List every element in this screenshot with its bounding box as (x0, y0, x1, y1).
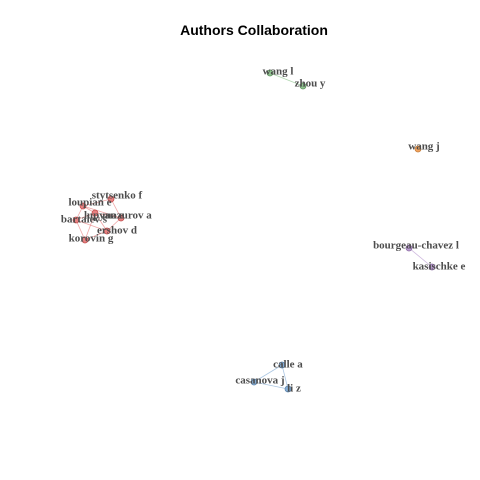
node-wang-j[interactable] (414, 145, 422, 153)
node-calle-a[interactable] (278, 361, 286, 369)
edge-loupian-e-mazurov-a (82, 205, 122, 219)
edge-stytsenko-f-mazurov-a (110, 198, 122, 219)
edge-bartalev-s-ershov-d (75, 219, 108, 232)
node-lupyan-e[interactable] (91, 209, 99, 217)
edge-stytsenko-f-loupian-e (82, 198, 112, 207)
node-mazurov-a[interactable] (117, 214, 125, 222)
node-bartalev-s[interactable] (72, 216, 80, 224)
edge-lupyan-e-bartalev-s (75, 212, 96, 221)
node-label-wang-l: wang l (263, 66, 294, 78)
node-bourgeau-chavez-l[interactable] (405, 244, 413, 252)
node-label-bartalev-s: bartalev s (61, 214, 108, 226)
node-loupian-e[interactable] (79, 202, 87, 210)
node-li-z[interactable] (284, 385, 292, 393)
node-label-kasischke-e: kasischke e (413, 261, 466, 273)
node-label-casanova-j: casanova j (235, 375, 284, 387)
node-label-stytsenko-f: stytsenko f (92, 190, 143, 202)
node-label-li-z: li z (287, 383, 301, 395)
edges-layer (75, 72, 433, 390)
edge-lupyan-e-mazurov-a (94, 212, 122, 219)
nodes-layer (72, 69, 436, 393)
edge-bourgeau-chavez-l-kasischke-e (408, 247, 433, 268)
node-label-bourgeau-chavez-l: bourgeau-chavez l (373, 240, 459, 252)
node-korovin-g[interactable] (81, 236, 89, 244)
edge-calle-a-casanova-j (253, 364, 283, 383)
edge-casanova-j-li-z (253, 381, 289, 390)
edge-wang-l-zhou-y (269, 72, 304, 87)
edge-lupyan-e-ershov-d (94, 212, 108, 232)
node-label-calle-a: calle a (273, 359, 303, 371)
node-label-lupyan-e: lupyan e (84, 210, 124, 222)
node-label-zhou-y: zhou y (295, 78, 326, 90)
node-label-mazurov-a: mazurov a (102, 210, 152, 222)
edge-calle-a-li-z (281, 364, 289, 390)
node-label-korovin-g: korovin g (69, 233, 114, 245)
edge-ershov-d-korovin-g (84, 230, 108, 241)
node-stytsenko-f[interactable] (107, 195, 115, 203)
node-ershov-d[interactable] (103, 227, 111, 235)
chart-title: Authors Collaboration (180, 22, 328, 38)
node-label-wang-j: wang j (408, 141, 439, 153)
edge-bartalev-s-korovin-g (75, 219, 86, 241)
node-zhou-y[interactable] (299, 82, 307, 90)
node-kasischke-e[interactable] (428, 263, 436, 271)
node-label-loupian-e: loupian e (68, 197, 111, 209)
edge-korovin-g-lupyan-e (84, 212, 96, 241)
node-label-ershov-d: ershov d (97, 225, 137, 237)
node-wang-l[interactable] (266, 69, 274, 77)
node-casanova-j[interactable] (250, 378, 258, 386)
